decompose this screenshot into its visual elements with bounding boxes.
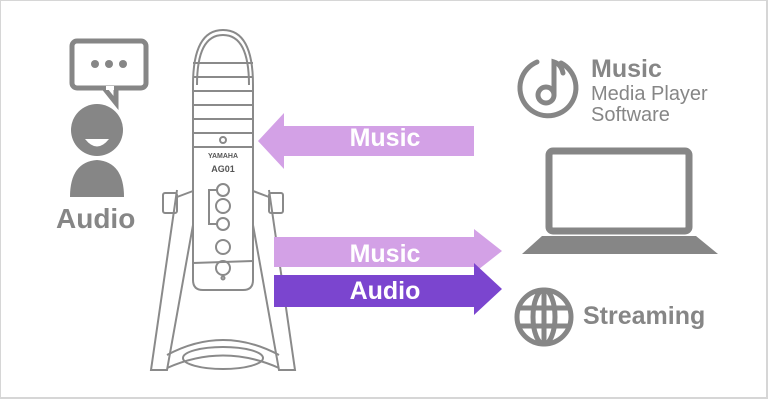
- mic-model: AG01: [211, 164, 235, 174]
- laptop-icon: [522, 147, 718, 254]
- mic-brand: YAMAHA: [208, 153, 238, 160]
- usb-microphone-illustration: YAMAHA AG01: [149, 28, 297, 371]
- arrow-label-music-in: Music: [349, 124, 421, 152]
- speaking-person-icon: [69, 38, 149, 197]
- music-out-arrow: [274, 229, 502, 273]
- streaming-label: Streaming: [583, 302, 706, 330]
- arrow-label-audio-out: Audio: [349, 277, 421, 305]
- music-to-mic-arrow: [258, 113, 474, 169]
- globe-icon: [514, 287, 574, 347]
- audio-out-arrow: [274, 263, 502, 315]
- person-label: Audio: [56, 203, 136, 234]
- music-note-circle-icon: [517, 58, 579, 119]
- media-player-title: Music: [591, 55, 662, 83]
- arrow-label-music-out: Music: [349, 240, 421, 268]
- media-player-line2: Software: [591, 104, 670, 126]
- media-player-description: Media Player Software: [591, 84, 708, 126]
- media-player-line1: Media Player: [591, 83, 708, 105]
